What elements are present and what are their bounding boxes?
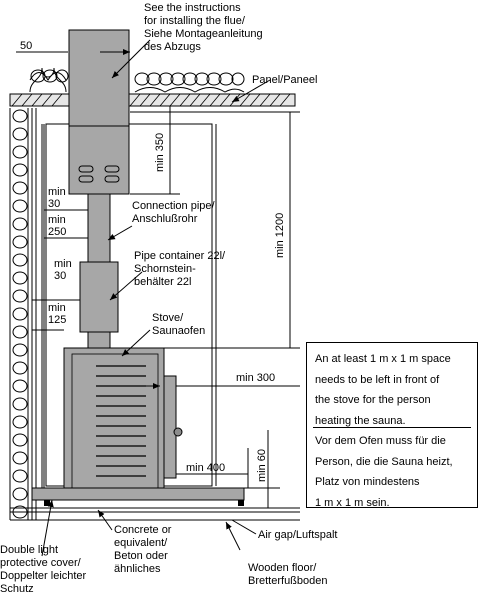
dim-min-350: min 350: [154, 132, 166, 172]
label-panel: Panel/Paneel: [252, 74, 318, 86]
dim-min-300: min 300: [236, 372, 276, 384]
wooden-floor: [10, 507, 300, 521]
label-connection-pipe: Connection pipe/ Anschlußrohr: [132, 200, 215, 225]
label-pipe-container: Pipe container 22l/ Schornstein- behälte…: [134, 250, 226, 288]
clearance-note-box: An at least 1 m x 1 m space needs to be …: [306, 342, 478, 509]
concrete-base: [31, 487, 245, 506]
ceiling-insulation: [29, 67, 245, 93]
dim-min-60: min 60: [256, 448, 268, 482]
flue: [68, 29, 130, 195]
leader-lines: [41, 39, 271, 557]
side-wall: [9, 108, 45, 520]
dim-50: 50: [20, 40, 33, 52]
dim-min-250: min 250: [48, 214, 67, 238]
dim-min-30-lower: min 30: [54, 258, 72, 282]
label-stove: Stove/ Saunaofen: [152, 312, 206, 337]
label-flue-instructions: See the instructions for installing the …: [144, 2, 263, 53]
label-wooden-floor: Wooden floor/ Bretterfußboden: [248, 562, 328, 587]
label-air-gap: Air gap/Luftspalt: [258, 529, 338, 541]
dim-min-400: min 400: [186, 462, 226, 474]
stove: [63, 347, 183, 489]
label-concrete: Concrete or equivalent/ Beton oder ähnli…: [114, 524, 172, 575]
pipe-container-neck: [87, 331, 111, 349]
note-english: An at least 1 m x 1 m space needs to be …: [315, 353, 451, 427]
pipe-container: [79, 261, 119, 333]
ceiling-panel: [9, 93, 296, 107]
dim-min-1200: min 1200: [274, 212, 286, 258]
dim-min-125: min 125: [48, 302, 67, 326]
label-double-cover: Double light protective cover/ Doppelter…: [0, 544, 87, 595]
note-separator: [313, 427, 471, 428]
note-german: Vor dem Ofen muss für die Person, die di…: [315, 435, 453, 509]
dimension-lines: [16, 49, 300, 508]
dim-min-30-top: min 30: [48, 186, 66, 210]
connection-pipe: [87, 193, 111, 263]
